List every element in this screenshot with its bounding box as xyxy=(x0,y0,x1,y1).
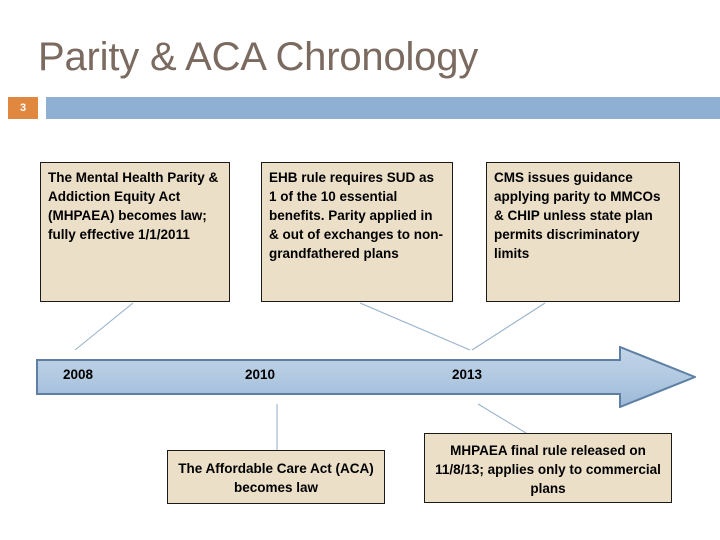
timeline-year-2013: 2013 xyxy=(452,367,483,382)
timeline-year-2008: 2008 xyxy=(63,367,94,382)
timeline-year-2010: 2010 xyxy=(245,367,276,382)
page-title: Parity & ACA Chronology xyxy=(38,35,479,79)
connector-cms-2013 xyxy=(471,302,546,351)
slide-number-badge: 3 xyxy=(8,97,38,119)
callout-mhpaea-final-rule: MHPAEA final rule released on 11/8/13; a… xyxy=(424,433,672,503)
connector-mhpaea-2008 xyxy=(74,302,134,351)
timeline-arrow xyxy=(36,346,696,408)
connector-mhpaea-final-rule xyxy=(477,403,527,434)
header-bar: 3 xyxy=(0,97,720,119)
callout-ehb-2013: EHB rule requires SUD as 1 of the 10 ess… xyxy=(261,162,453,302)
callout-mhpaea-2008: The Mental Health Parity & Addiction Equ… xyxy=(40,162,230,302)
callout-aca-2010: The Affordable Care Act (ACA) becomes la… xyxy=(167,450,385,504)
header-divider-rule xyxy=(46,97,720,119)
connector-ehb-2013 xyxy=(359,302,471,351)
callout-cms-2013: CMS issues guidance applying parity to M… xyxy=(486,162,680,302)
arrow-shape xyxy=(36,346,696,408)
